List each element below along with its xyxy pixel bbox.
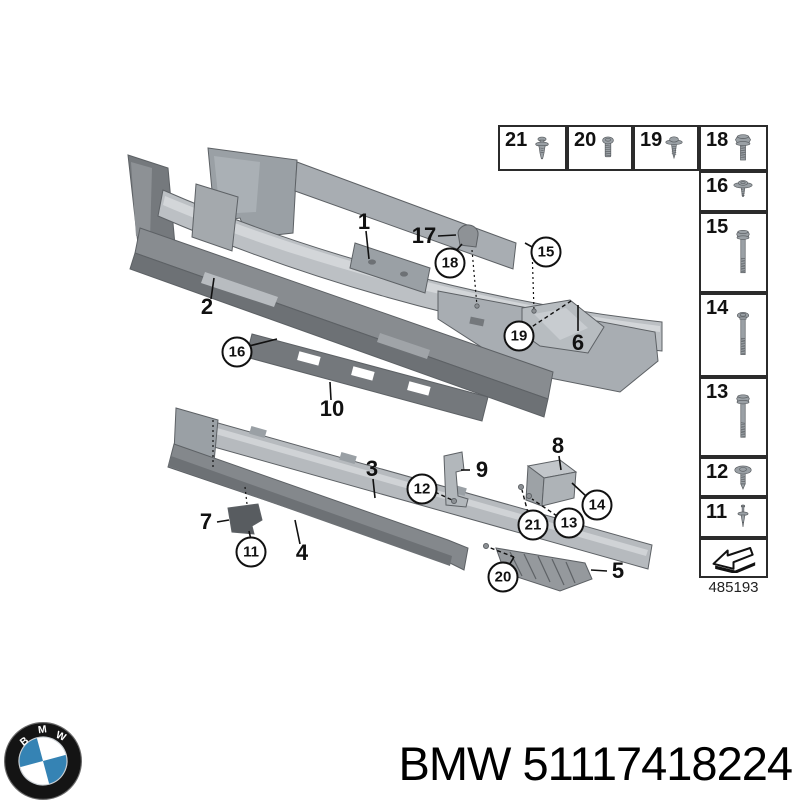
brand-text: BMW <box>398 737 512 790</box>
callout-12-circled: 12 <box>406 473 438 505</box>
legend-number: 14 <box>706 297 729 319</box>
legend-cell-14: 14 <box>699 293 768 377</box>
washer-screw-icon <box>655 130 693 166</box>
legend-cell-13: 13 <box>699 377 768 457</box>
legend-cell-11: 11 <box>699 497 768 538</box>
part-number-text: 51117418224 <box>522 737 793 790</box>
part-number: BMW 51117418224 <box>399 736 793 791</box>
callout-11-circled: 11 <box>235 536 267 568</box>
legend-cell-arrow <box>699 538 768 578</box>
callout-10: 10 <box>319 396 345 421</box>
flange-hex-bolt-icon <box>724 130 762 166</box>
callout-2: 2 <box>200 294 214 319</box>
pan-head-screw-icon <box>589 130 627 166</box>
legend-number: 18 <box>706 129 729 151</box>
flange-bolt-long-icon <box>724 298 762 372</box>
legend-cell-12: 12 <box>699 457 768 497</box>
direction-arrow-icon <box>705 543 762 574</box>
callout-21-circled: 21 <box>517 509 549 541</box>
callout-15-circled: 15 <box>530 236 562 268</box>
legend-cell-16: 16 <box>699 171 768 212</box>
hex-bolt-long-icon <box>724 217 762 288</box>
callout-7: 7 <box>199 509 213 534</box>
callout-8: 8 <box>551 433 565 458</box>
washer-head-screw-icon <box>724 462 762 492</box>
legend-cell-18: 18 <box>699 125 768 171</box>
callout-3: 3 <box>365 456 379 481</box>
legend-number: 12 <box>706 461 729 483</box>
callout-5: 5 <box>611 558 625 583</box>
hex-bolt-long-icon <box>724 382 762 452</box>
legend-cell-20: 20 <box>567 125 633 171</box>
callout-14-circled: 14 <box>581 489 613 521</box>
callout-9: 9 <box>475 457 489 482</box>
legend-number: 16 <box>706 175 729 197</box>
diagram-code: 485193 <box>708 579 759 596</box>
expansion-rivet-small-icon <box>724 502 762 533</box>
big-washer-screw-icon <box>724 176 762 207</box>
legend-cell-19: 19 <box>633 125 699 171</box>
callout-20-circled: 20 <box>487 561 519 593</box>
callout-19-circled: 19 <box>503 320 535 352</box>
svg-text:W: W <box>54 730 68 744</box>
legend-cell-21: 21 <box>498 125 567 171</box>
callout-1: 1 <box>357 209 371 234</box>
legend-number: 21 <box>505 129 528 151</box>
callout-17: 17 <box>411 223 437 248</box>
legend-number: 15 <box>706 216 729 238</box>
legend-number: 13 <box>706 381 729 403</box>
callout-6: 6 <box>571 330 585 355</box>
legend-number: 20 <box>574 129 597 151</box>
callout-16-circled: 16 <box>221 336 253 368</box>
bmw-logo: B M W <box>3 722 82 800</box>
callout-18-circled: 18 <box>434 247 466 279</box>
callout-4: 4 <box>295 540 309 565</box>
legend-number: 19 <box>640 129 663 151</box>
callout-13-circled: 13 <box>553 507 585 539</box>
expansion-rivet-icon <box>523 130 561 166</box>
legend-number: 11 <box>706 501 728 523</box>
svg-text:M: M <box>37 724 47 736</box>
legend-cell-15: 15 <box>699 212 768 293</box>
